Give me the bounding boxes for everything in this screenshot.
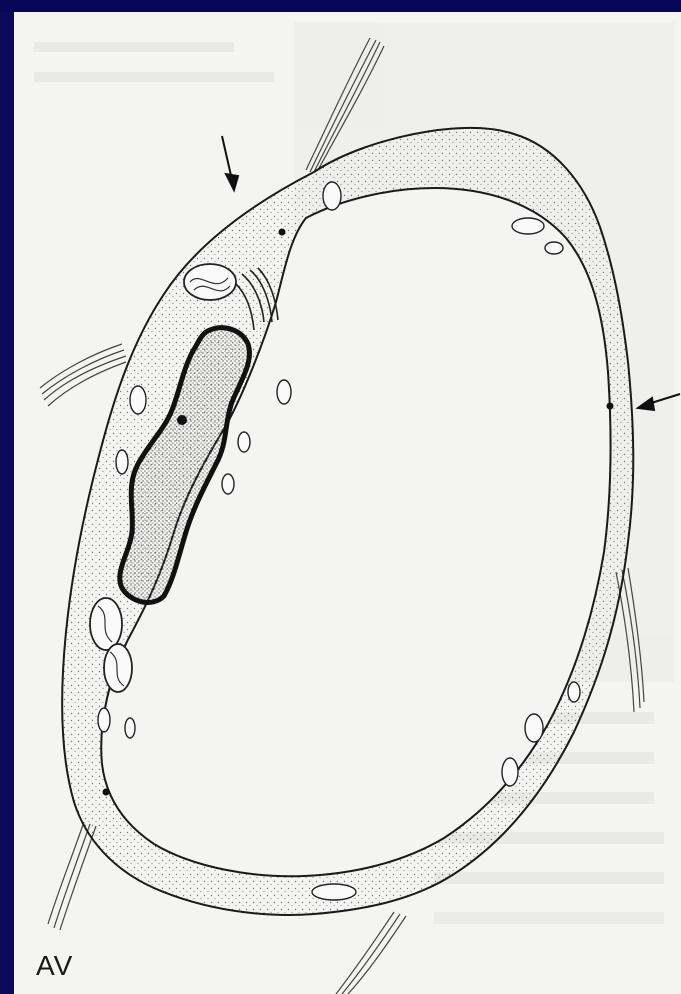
collagen-fiber-bottom-left [48, 822, 96, 930]
slide-top-border [0, 0, 681, 12]
collagen-fiber-bottom [336, 912, 406, 994]
mitochondrion-lower-1 [90, 598, 122, 650]
mitochondrion-lower-2 [104, 644, 132, 692]
figure-panel: AV [14, 12, 681, 994]
arrow-top [222, 136, 238, 190]
figure-label: AV [36, 950, 73, 982]
nucleolus [177, 415, 187, 425]
capillary-diagram [14, 12, 681, 994]
mitochondrion-upper [184, 264, 236, 300]
collagen-fiber-left [40, 344, 126, 406]
